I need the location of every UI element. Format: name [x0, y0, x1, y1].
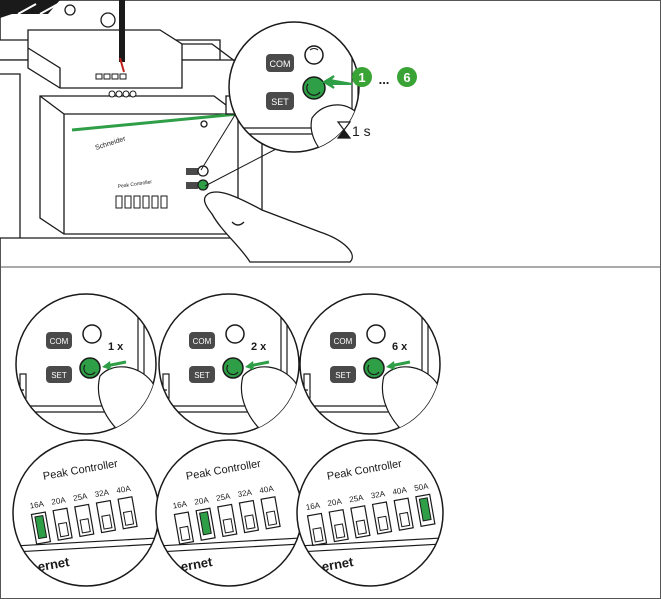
rating-label: 16A	[172, 499, 188, 510]
dip-switch-knob	[122, 510, 135, 526]
dip-switch-selected	[34, 514, 48, 540]
dip-switch-knob	[312, 527, 324, 543]
set-label: SET	[335, 371, 351, 380]
hourglass-icon	[336, 121, 352, 139]
step-ellipsis: ...	[379, 72, 390, 87]
press-step-circle: COM SET 2 x	[158, 293, 300, 435]
rating-label: 40A	[116, 484, 132, 495]
rating-label: 25A	[349, 493, 365, 504]
set-led	[222, 357, 244, 379]
rating-label: 20A	[51, 495, 67, 506]
dip-switch-knob	[244, 514, 256, 530]
rating-label: 32A	[370, 489, 386, 500]
dip-switch-knob	[222, 518, 234, 534]
dip-switch-knob	[79, 518, 91, 534]
com-label: COM	[193, 337, 212, 346]
dip-switch-knob	[399, 511, 411, 528]
rating-label: 32A	[237, 488, 253, 499]
step-number-start: 1	[358, 70, 365, 85]
dip-switch-knob	[101, 514, 113, 530]
set-label: SET	[194, 371, 210, 380]
com-led	[366, 324, 386, 344]
dip-switch-selected	[198, 511, 212, 536]
rating-label: 25A	[215, 491, 231, 502]
press-count: 1 x	[108, 341, 124, 353]
device-model-label: Peak Controller	[117, 179, 152, 190]
rating-label: 25A	[72, 491, 88, 502]
com-button	[46, 332, 72, 349]
step-badge-end	[397, 67, 417, 87]
rating-label: 40A	[392, 485, 408, 496]
com-led	[82, 324, 102, 344]
rating-label: 50A	[414, 481, 430, 492]
rating-label: 20A	[194, 495, 210, 506]
rating-label: 32A	[94, 488, 110, 499]
device-green-band	[71, 112, 239, 132]
step-badge-start	[352, 67, 372, 87]
com-button	[189, 332, 215, 349]
set-button-top	[266, 92, 294, 110]
press-step-circle: COM SET 6 x	[299, 293, 441, 435]
com-label: COM	[334, 337, 353, 346]
set-button	[189, 366, 215, 383]
zoom-circle-top: COM SET	[228, 21, 360, 153]
dip-switch-knob	[377, 515, 389, 532]
rating-label: 40A	[259, 484, 275, 495]
dip-switch-knob	[355, 519, 367, 535]
com-button	[330, 332, 356, 349]
set-label-top: SET	[271, 97, 289, 107]
press-step-circle: COM SET 1 x	[15, 293, 157, 435]
press-count: 6 x	[392, 341, 408, 353]
com-button-top	[266, 54, 294, 72]
dip-switch-knob	[334, 523, 346, 539]
dip-switch-selected	[418, 497, 432, 522]
device-illustration	[0, 0, 353, 263]
corner-mark	[0, 0, 60, 18]
finger	[203, 191, 353, 263]
set-label: SET	[51, 371, 67, 380]
rating-label: 20A	[327, 497, 343, 508]
press-arrow-top	[322, 75, 353, 89]
set-button	[46, 366, 72, 383]
rating-label: 16A	[29, 499, 45, 510]
set-button	[330, 366, 356, 383]
press-count: 2 x	[251, 341, 267, 353]
set-led	[79, 357, 101, 379]
set-led	[363, 357, 385, 379]
dip-switch-knob	[57, 521, 70, 538]
com-label-top: COM	[270, 59, 291, 69]
com-led	[225, 324, 245, 344]
dip-switch-knob	[179, 525, 191, 542]
com-label: COM	[50, 337, 69, 346]
com-led-top	[304, 45, 324, 65]
hold-duration: 1 s	[352, 123, 371, 139]
rating-label: 16A	[305, 501, 321, 512]
dip-switch-knob	[265, 510, 278, 526]
step-number-end: 6	[403, 70, 410, 85]
